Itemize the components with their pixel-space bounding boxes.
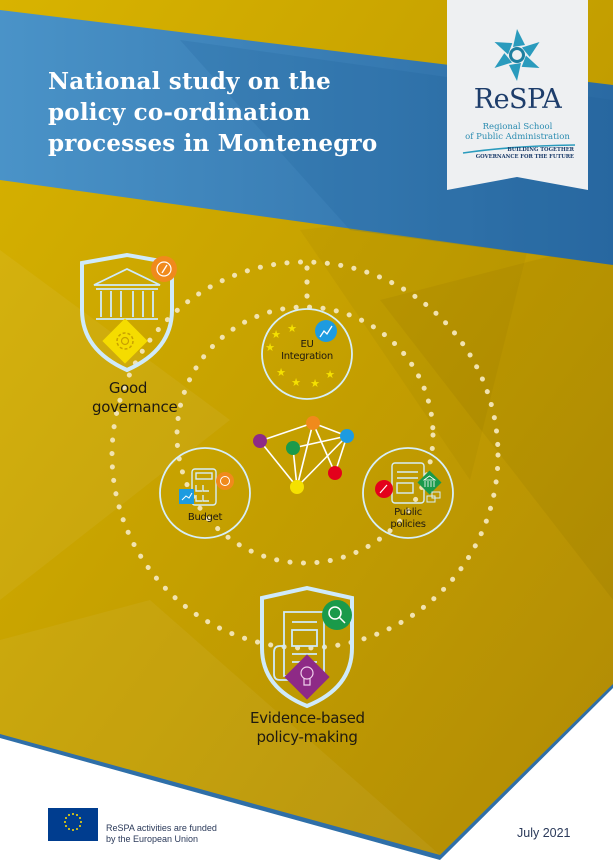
logo-subtitle-line: Regional School — [482, 122, 553, 132]
funding-line: ReSPA activities are funded — [106, 823, 217, 833]
svg-text:★: ★ — [291, 376, 301, 389]
label-line: Budget — [187, 512, 223, 523]
svg-text:★: ★ — [265, 341, 275, 354]
svg-text:★: ★ — [271, 328, 281, 341]
title-line: National study on the — [48, 68, 331, 95]
logo-name: ReSPA — [473, 84, 562, 115]
svg-text:★: ★ — [325, 368, 335, 381]
funding-statement: ReSPA activities are funded by the Europ… — [106, 823, 217, 844]
logo-ribbon — [447, 0, 588, 190]
good-governance-label: Good governance — [92, 379, 178, 417]
magnifier-badge — [322, 600, 352, 630]
budget-node — [159, 447, 251, 539]
svg-text:★: ★ — [287, 322, 297, 335]
label-line: Good — [108, 379, 148, 397]
title-line: policy co-ordination — [48, 99, 311, 126]
budget-label: Budget — [180, 512, 230, 524]
label-line: policy-making — [256, 728, 358, 746]
public-policies-node — [362, 447, 454, 539]
label-line: EU — [300, 339, 314, 350]
inner-dotted-ring — [174, 304, 436, 566]
eu-integration-label: EU Integration — [277, 339, 337, 363]
logo-subtitle: Regional School of Public Administration — [447, 122, 588, 142]
publication-date: July 2021 — [517, 826, 571, 840]
logo-tagline: BUILDING TOGETHER GOVERNANCE FOR THE FUT… — [444, 147, 574, 160]
gear-icon — [116, 332, 134, 350]
logo-tagline-line: GOVERNANCE FOR THE FUTURE — [475, 153, 574, 160]
magnifier-icon — [328, 606, 346, 624]
label-line: Evidence-based — [250, 709, 365, 727]
funding-line: by the European Union — [106, 833, 199, 844]
logo-tagline-line: BUILDING TOGETHER — [507, 147, 574, 153]
calculator-icon — [191, 468, 217, 506]
gavel-icon — [379, 484, 388, 494]
title-line: processes in Montenegro — [48, 130, 378, 157]
institution-badge — [417, 470, 442, 495]
compass-icon — [156, 261, 172, 277]
eu-stars-icon: ★ ★ ★ ★ ★ ★ ★ — [265, 322, 335, 390]
institution-icon — [422, 475, 437, 487]
network-nodes — [253, 416, 354, 494]
speech-bubbles-icon — [426, 491, 441, 503]
piggy-bank-icon — [220, 476, 230, 486]
svg-text:★: ★ — [310, 377, 320, 390]
evidence-based-label: Evidence-based policy-making — [250, 709, 365, 747]
label-line: Integration — [281, 351, 333, 362]
logo-subtitle-line: of Public Administration — [465, 132, 570, 142]
outer-dotted-ring — [109, 259, 501, 651]
line-chart-icon — [319, 325, 333, 338]
chart-icon — [181, 492, 193, 501]
respa-logo: ReSPA Regional School of Public Administ… — [447, 0, 588, 190]
respa-star-icon — [494, 29, 540, 81]
svg-text:★: ★ — [276, 366, 286, 379]
piggy-bank-badge — [216, 472, 234, 490]
label-line: Public — [394, 507, 422, 518]
document-title: National study on the policy co-ordinati… — [48, 66, 448, 159]
eu-integration-node: ★ ★ ★ ★ ★ ★ ★ — [261, 308, 353, 400]
lightbulb-icon — [300, 666, 314, 686]
eu-flag — [48, 808, 98, 841]
label-line: governance — [92, 398, 178, 416]
label-line: policies — [390, 519, 426, 530]
public-policies-label: Public policies — [383, 507, 433, 531]
